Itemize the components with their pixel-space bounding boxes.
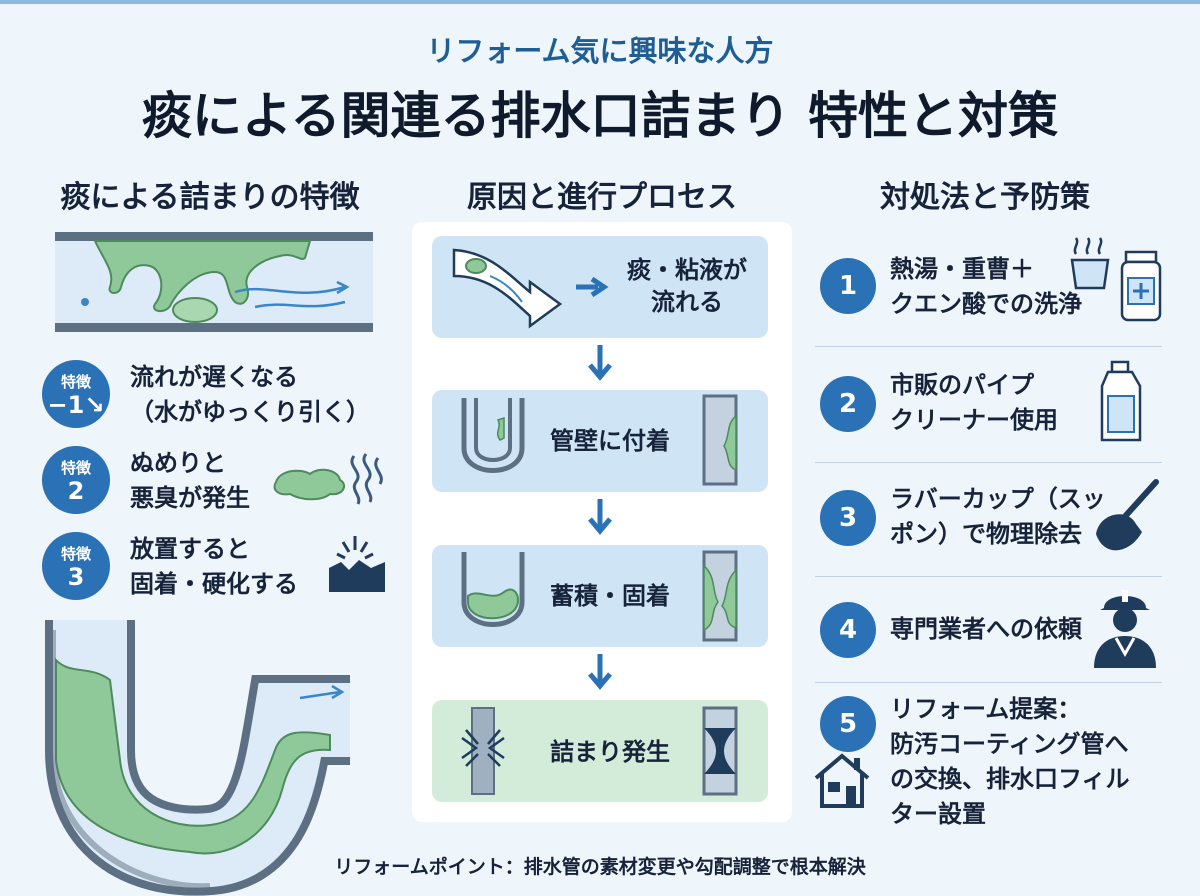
feature-text: 流れが遅くなる （水がゆっくり引く）: [130, 363, 370, 426]
down-arrow-icon: [588, 654, 612, 690]
feature-text: ぬめりと 悪臭が発生: [130, 449, 250, 512]
remedy-divider: [815, 576, 1162, 577]
remedy-text: ラバーカップ（スッ ポン）で物理除去: [890, 485, 1106, 548]
feature-badge: 特徴 2: [42, 446, 110, 514]
remedy-text: リフォーム提案： 防汚コーティング管へ の交換、排水口フィル ター設置: [890, 695, 1130, 828]
hot-water-bottle-icon: [1070, 237, 1162, 322]
remedy-divider: [815, 346, 1162, 347]
cleaner-bottle-icon: [1100, 360, 1142, 442]
accumulation-wall-icon: [702, 550, 738, 642]
process-step-text: 詰まり発生: [550, 738, 670, 766]
adhesion-wall-icon: [702, 394, 738, 486]
middle-column-heading: 原因と進行プロセス: [467, 180, 737, 215]
house-icon: [814, 753, 870, 808]
remedy-number-badge: 1: [820, 258, 876, 314]
remedy-number-badge: 5: [820, 696, 876, 752]
plunger-icon: [1096, 479, 1159, 551]
remedy-text: 専門業者への依頼: [890, 615, 1082, 643]
adhesion-pipe-icon: [461, 398, 525, 473]
remedy-item-4: 4 専門業者への依頼: [810, 580, 1162, 680]
top-accent-line: [0, 0, 1200, 4]
u-trap-pipe-illustration: [45, 620, 350, 896]
worker-icon: [1094, 590, 1156, 668]
clog-pipe-icon: [461, 707, 505, 795]
flowing-pipe-icon: [452, 248, 563, 329]
page-subtitle: リフォーム気に興味な人方: [426, 34, 774, 68]
process-step-text: 痰・粘液が 流れる: [627, 256, 747, 316]
process-step-text: 蓄積・固着: [550, 582, 670, 610]
feature-badge: 特徴 −1↘: [42, 360, 110, 428]
right-column-heading: 対処法と予防策: [880, 180, 1090, 215]
remedy-item-1: 1 熱湯・重曹＋ クエン酸での洗浄: [810, 240, 1162, 340]
remedy-text: 市販のパイプ クリーナー使用: [890, 371, 1058, 434]
down-arrow-icon: [588, 345, 612, 381]
horizontal-pipe-illustration: [55, 232, 373, 332]
step-arrow-icon: [576, 276, 609, 298]
feature-text: 放置すると 固着・硬化する: [130, 535, 298, 598]
left-column-heading: 痰による詰まりの特徴: [60, 180, 360, 215]
page-title: 痰による関連る排水口詰まり 特性と対策: [142, 87, 1058, 145]
remedy-number-badge: 4: [820, 602, 876, 658]
clog-wall-icon: [702, 706, 738, 796]
remedy-text: 熱湯・重曹＋ クエン酸での洗浄: [890, 255, 1082, 318]
feature-badge: 特徴 3: [42, 532, 110, 600]
accumulation-pipe-icon: [461, 552, 525, 627]
footer-note: リフォームポイント：排水管の素材変更や勾配調整で根本解決: [334, 856, 866, 878]
remedy-divider: [815, 462, 1162, 463]
slime-odor-icon: [273, 453, 383, 505]
remedy-number-badge: 3: [820, 490, 876, 546]
remedy-divider: [815, 682, 1162, 683]
remedy-item-5: 5 リフォーム提案： 防汚コーティング管へ の交換、排水口フィル ター設置: [810, 690, 1162, 840]
hardened-crack-icon: [329, 536, 385, 592]
remedy-number-badge: 2: [820, 376, 876, 432]
remedy-item-3: 3 ラバーカップ（スッ ポン）で物理除去: [810, 466, 1162, 574]
remedy-item-2: 2 市販のパイプ クリーナー使用: [810, 350, 1162, 458]
process-step-text: 管壁に付着: [550, 427, 670, 455]
down-arrow-icon: [588, 499, 612, 535]
